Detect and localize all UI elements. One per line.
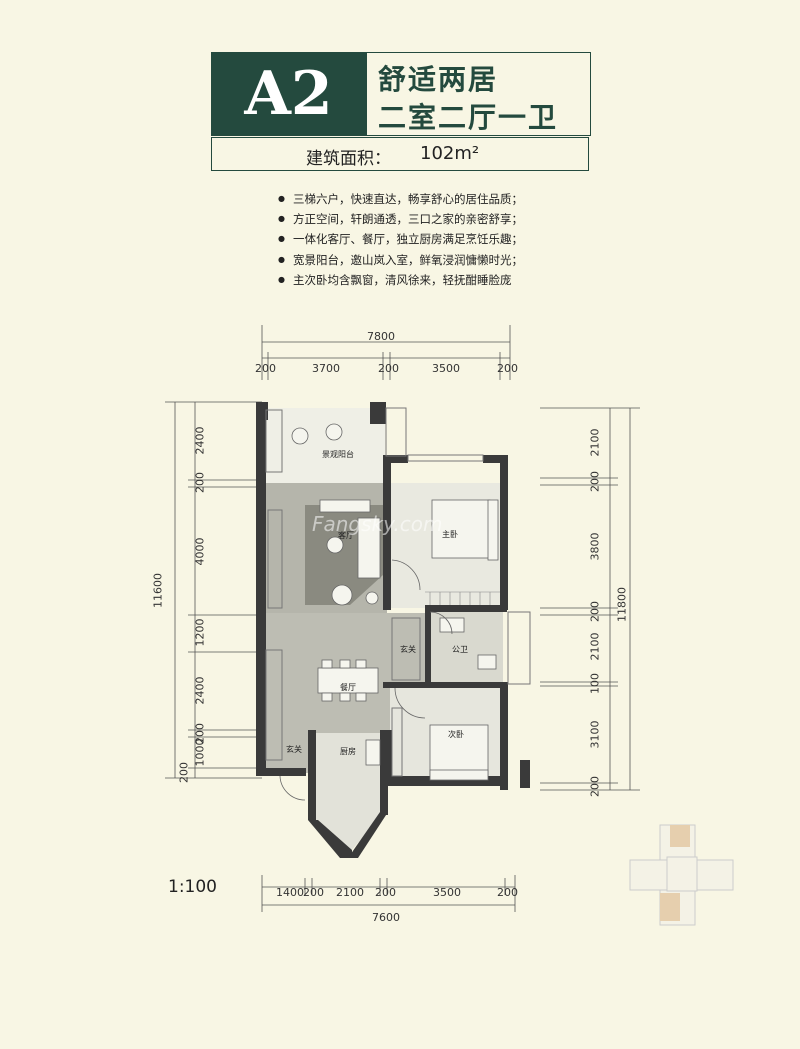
dim-top-3: 3500: [432, 362, 460, 375]
dim-top-4: 200: [497, 362, 518, 375]
feature-item: 主次卧均含飘窗，清风徐来，轻抚酣睡脸庞: [278, 271, 523, 291]
unit-layout: 二室二厅一卫: [378, 101, 559, 134]
area-box: [211, 137, 589, 171]
room-master: 主卧: [442, 529, 458, 539]
feature-list: 三梯六户，快速直达，畅享舒心的居住品质； 方正空间，轩朗通透，三口之家的亲密舒享…: [278, 190, 523, 291]
feature-item: 宽景阳台，邀山岚入室，鲜氧浸润慵懒时光；: [278, 251, 523, 271]
room-second: 次卧: [448, 729, 464, 739]
area-label: 建筑面积：: [306, 149, 391, 169]
dim-top-1: 3700: [312, 362, 340, 375]
header-code-block: [211, 52, 366, 136]
room-kitchen: 厨房: [340, 746, 356, 756]
unit-code: A2: [244, 59, 333, 129]
dim-top-2: 200: [378, 362, 399, 375]
room-balcony: 景观阳台: [322, 449, 354, 459]
dim-bottom-0: 1400: [276, 886, 304, 899]
dim-top-total: 7800: [367, 330, 395, 343]
dim-bottom-total: 7600: [372, 911, 400, 924]
room-dining: 餐厅: [340, 683, 356, 692]
room-living: 客厅: [338, 530, 354, 540]
scale-label: 1:100: [168, 877, 217, 897]
dim-bottom-5: 200: [497, 886, 518, 899]
dim-bottom-3: 200: [375, 886, 396, 899]
room-bath: 公卫: [452, 645, 468, 654]
feature-item: 一体化客厅、餐厅，独立厨房满足烹饪乐趣；: [278, 230, 523, 250]
feature-item: 方正空间，轩朗通透，三口之家的亲密舒享；: [278, 210, 523, 230]
watermark: Fangsky.com: [312, 512, 443, 536]
key-plan: [629, 824, 734, 926]
unit-title: 舒适两居: [378, 63, 499, 96]
dim-bottom-1: 200: [303, 886, 324, 899]
area-value: 102m²: [420, 143, 480, 164]
dim-bottom-4: 3500: [433, 886, 461, 899]
room-foyer: 玄关: [286, 744, 302, 754]
header-title-box: [366, 52, 591, 136]
feature-item: 三梯六户，快速直达，畅享舒心的居住品质；: [278, 190, 523, 210]
dim-top-0: 200: [255, 362, 276, 375]
room-foyer-mid: 玄关: [400, 644, 416, 654]
dim-bottom-2: 2100: [336, 886, 364, 899]
